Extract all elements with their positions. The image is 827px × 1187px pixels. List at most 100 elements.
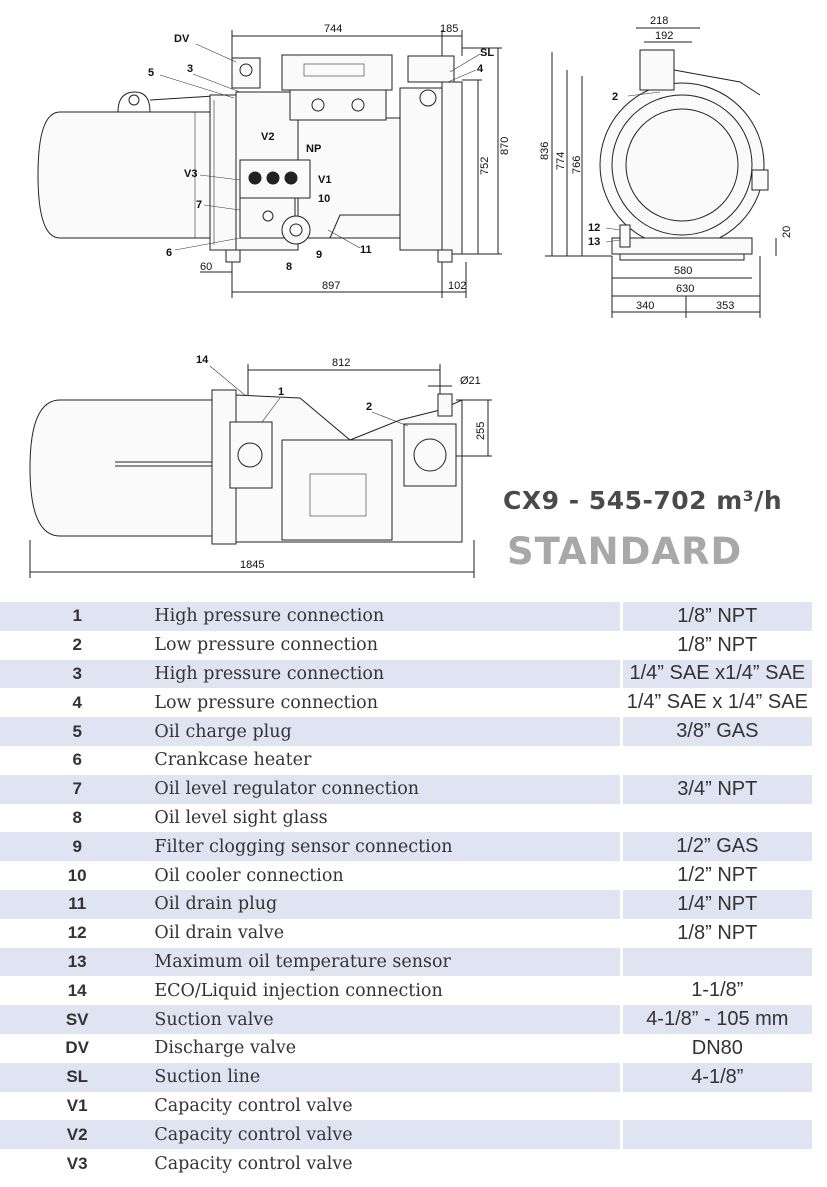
row-size: 4-1/8” [619,1062,812,1092]
callout-8: 8 [286,261,292,273]
row-size [619,947,812,977]
table-row: 4 Low pressure connection 1/4” SAE x 1/4” … [0,688,812,718]
row-size: 1/8” NPT [619,918,812,948]
row-size: 1/4” NPT [619,889,812,919]
row-size: 3/8” GAS [619,717,812,746]
callout-7: 7 [196,199,202,211]
row-description: Capacity control valve [154,1120,622,1150]
row-number: 5 [0,717,155,746]
dim-255: 255 [475,422,487,440]
callout-v1: V1 [318,174,331,186]
dim-1845: 1845 [240,559,264,571]
table-row: 2 Low pressure connection 1/8” NPT [0,630,812,660]
end-view-drawing [545,27,777,318]
row-number: SL [0,1062,155,1092]
row-description: Oil level regulator connection [154,774,622,804]
row-size: DN80 [619,1033,812,1063]
row-number: 4 [72,692,82,712]
top-view-labels: 812 Ø21 255 1845 14 1 2 [196,354,487,571]
dim-630: 630 [676,283,694,295]
row-description: Low pressure connection [154,635,378,656]
row-size: 1/4” SAE x1/4” SAE [619,659,812,689]
row-description: Suction valve [154,1005,622,1034]
row-number: 3 [0,659,155,689]
callout-sl: SL [480,47,494,59]
dim-60: 60 [200,261,212,273]
row-size: 1-1/8” [619,976,812,1006]
dim-218: 218 [650,15,668,27]
dim-102: 102 [448,280,466,292]
row-description: Oil drain plug [154,889,622,919]
callout-np: NP [306,143,321,155]
callout-12: 12 [588,222,600,234]
row-description: Discharge valve [154,1038,297,1059]
row-description: Crankcase heater [154,750,312,771]
row-description: Capacity control valve [154,1095,353,1116]
row-number: 9 [0,832,155,862]
row-number: DV [65,1038,89,1058]
row-size: 1/8” NPT [619,602,812,631]
top-view-drawing [29,364,492,578]
row-number: V1 [66,1095,88,1115]
row-description: Oil charge plug [154,717,622,746]
row-size: 1/4” SAE x 1/4” SAE [619,688,812,718]
end-view-labels: 218 192 836 774 766 580 630 340 353 20 2… [539,15,793,312]
table-row: V1 Capacity control valve [0,1091,812,1121]
row-number: 7 [0,774,155,804]
row-size: 4-1/8” - 105 mm [619,1005,812,1034]
callout-10: 10 [318,193,330,205]
model-title: CX9 - 545-702 m³/h [503,486,783,515]
row-description: Low pressure connection [154,692,378,713]
callout-9: 9 [316,249,322,261]
side-view-drawing [37,30,502,298]
row-number: 13 [0,947,155,977]
row-number: 10 [67,865,87,885]
row-size: 1/2” NPT [619,861,812,890]
dim-744: 744 [324,23,342,35]
callout-4: 4 [477,63,484,75]
dim-340: 340 [636,300,654,312]
row-number: V2 [0,1120,155,1150]
dim-353: 353 [716,300,734,312]
technical-drawings: 744 185 752 870 60 897 102 DV 5 3 SL 4 V… [29,15,793,578]
row-number: 12 [67,923,87,943]
side-view-labels: 744 185 752 870 60 897 102 DV 5 3 SL 4 V… [148,23,511,292]
row-description: High pressure connection [154,659,622,689]
callout-2-end: 2 [612,91,618,103]
row-size: 1/8” NPT [619,630,812,660]
row-number: 2 [72,635,82,655]
row-number: SV [0,1005,155,1034]
dim-phi21: Ø21 [460,375,481,387]
dim-812: 812 [332,357,350,369]
table-row: 12 Oil drain valve 1/8” NPT [0,918,812,948]
model-variant: STANDARD [507,530,743,573]
callout-13: 13 [588,236,600,248]
row-description: Oil cooler connection [154,865,344,886]
dim-580: 580 [674,265,692,277]
row-description: ECO/Liquid injection connection [154,980,443,1001]
dim-766: 766 [571,156,583,174]
callout-v2: V2 [261,131,274,143]
callout-1: 1 [278,386,284,398]
table-row: DV Discharge valve DN80 [0,1033,812,1063]
dim-20: 20 [781,226,793,238]
callout-14: 14 [196,354,209,366]
row-description: Oil level sight glass [154,807,328,828]
row-description: Oil drain valve [154,923,285,944]
row-size: 3/4” NPT [619,774,812,804]
table-row: 6 Crankcase heater [0,745,812,775]
row-number: 6 [72,750,82,770]
row-size [619,1091,812,1121]
callout-11: 11 [360,244,372,256]
